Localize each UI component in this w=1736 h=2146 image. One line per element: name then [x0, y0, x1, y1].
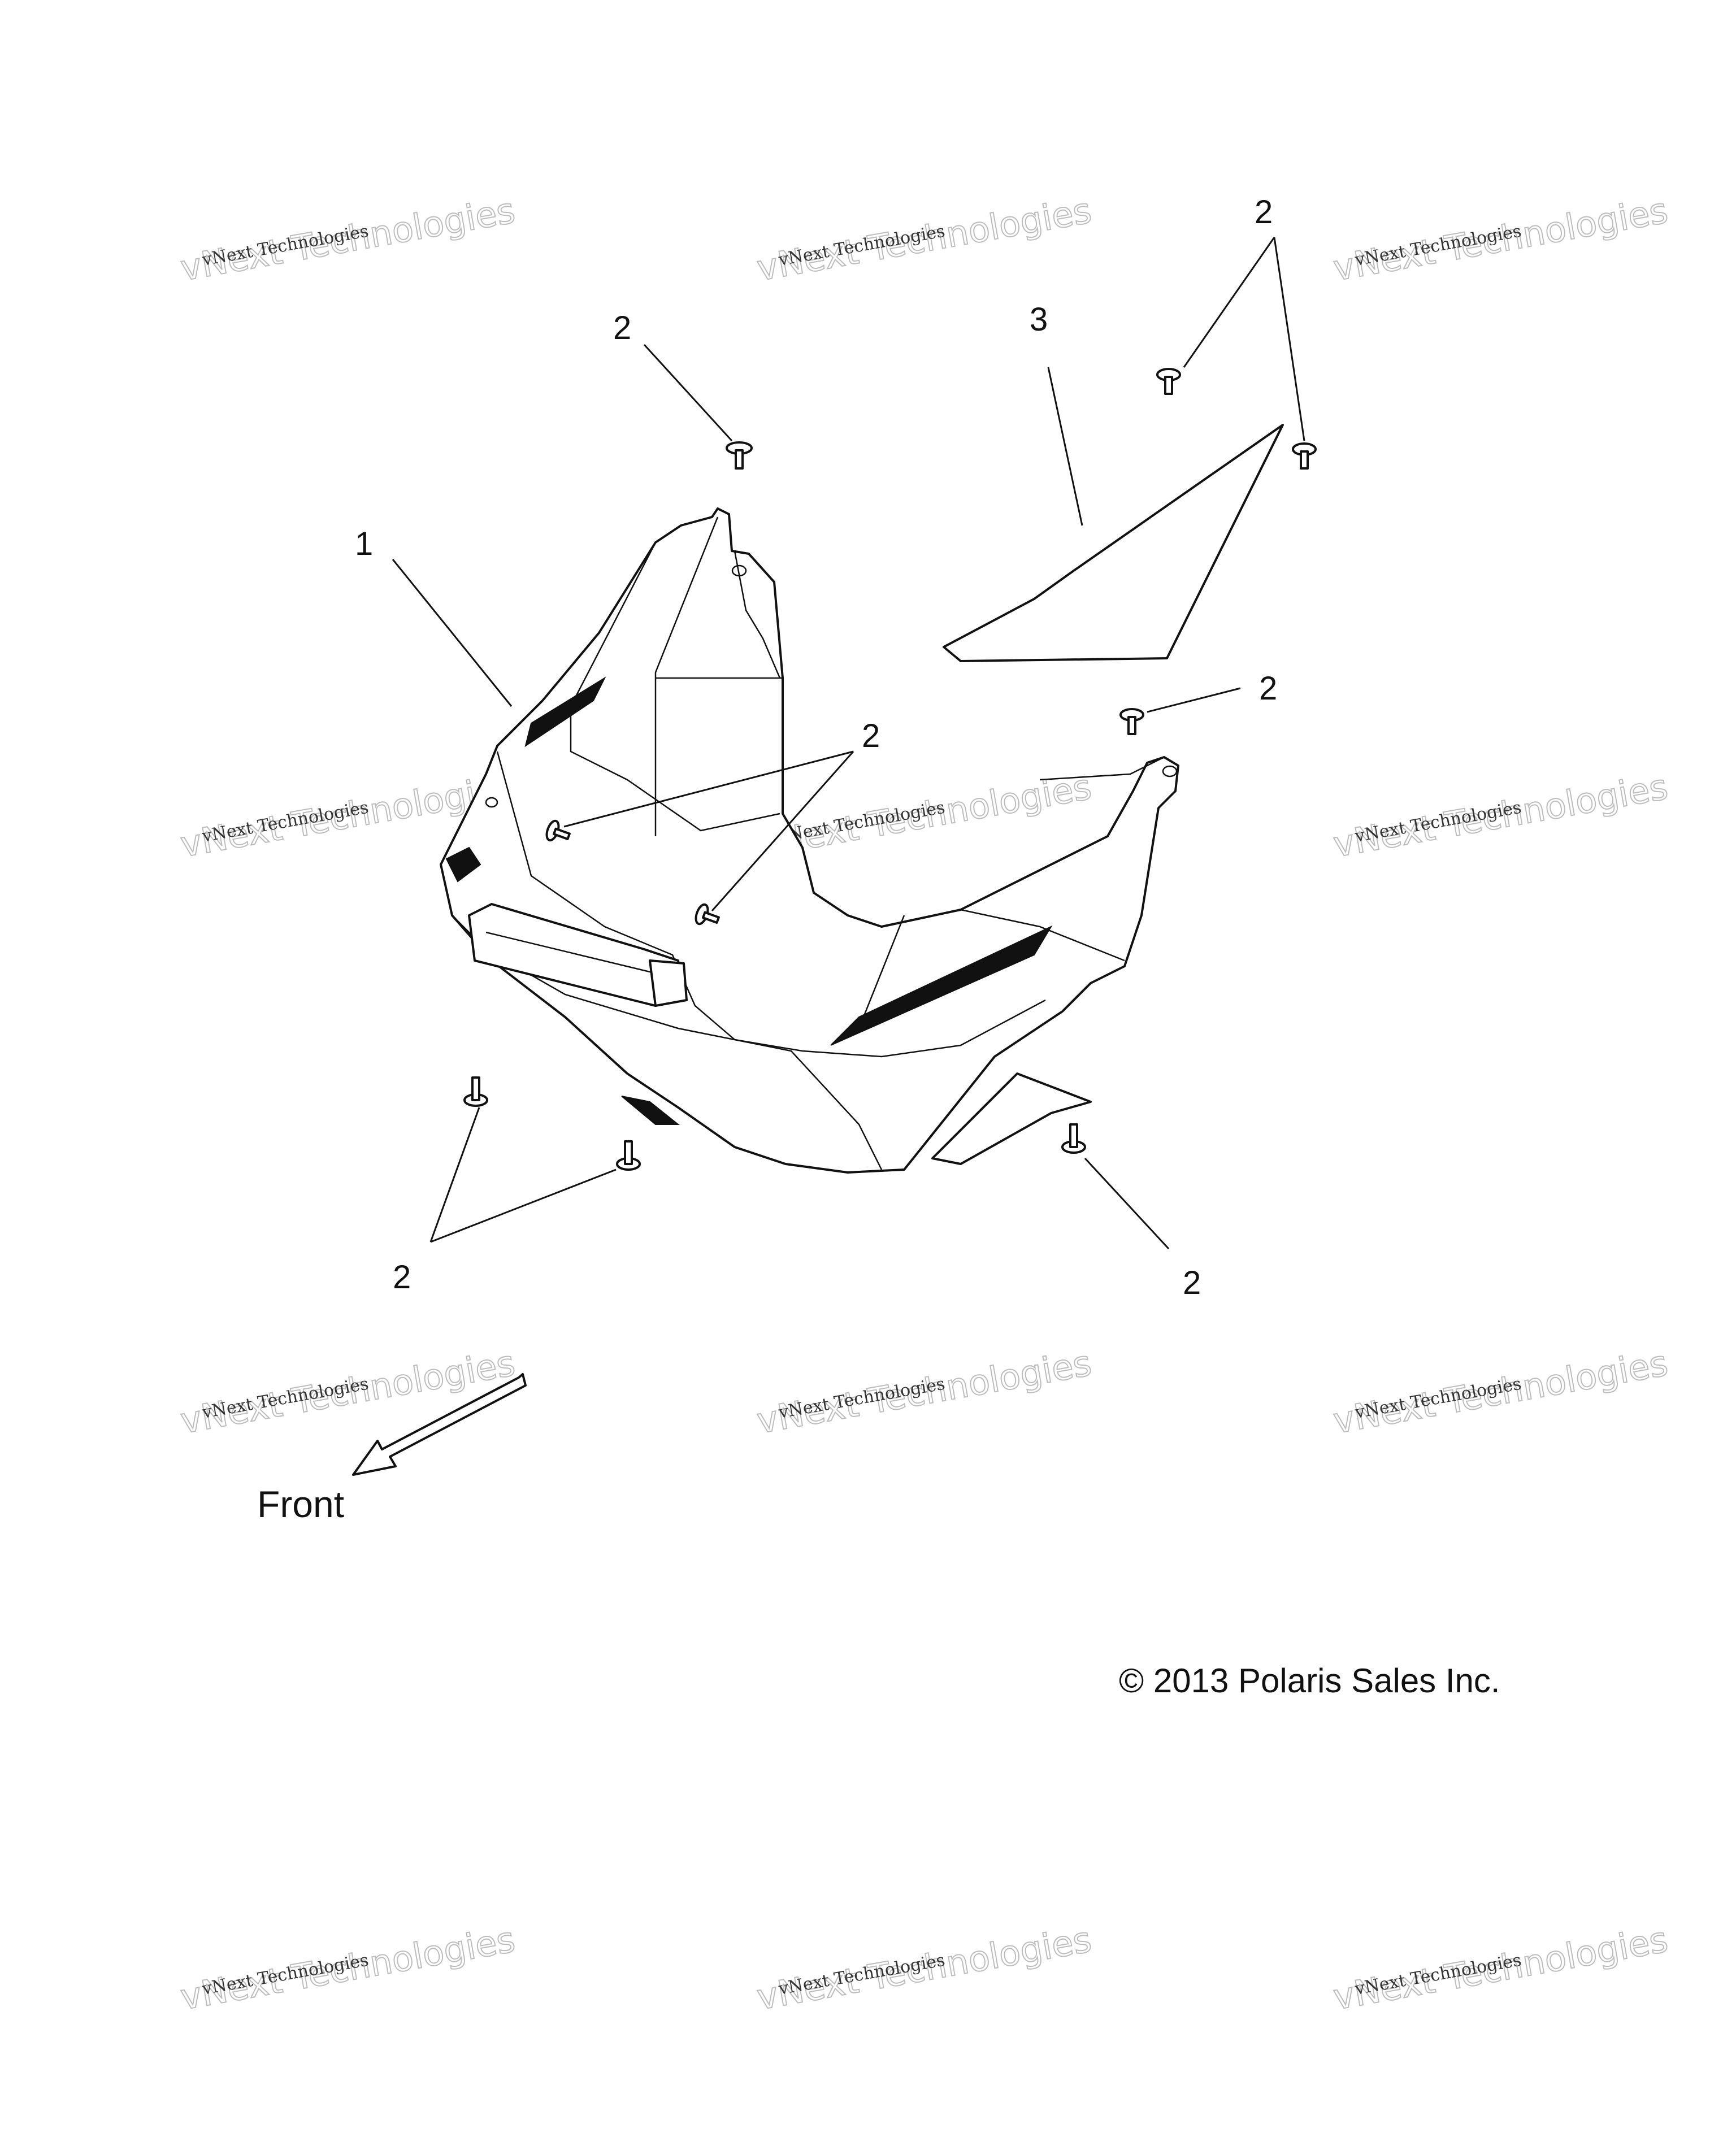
copyright: © 2013 Polaris Sales Inc. — [1119, 1662, 1500, 1700]
fastener-2-topright-a[interactable] — [1156, 368, 1181, 395]
fasteners — [463, 368, 1317, 1171]
watermark: vNext Technologies vNext Technologies — [1330, 189, 1672, 289]
callout-1: 1 — [355, 525, 373, 562]
watermark: vNext Technologies vNext Technologies — [177, 1918, 519, 2018]
front-label: Front — [257, 1483, 344, 1525]
callouts: 1 2 2 3 2 2 2 2 — [355, 194, 1277, 1301]
fastener-2-bottomleft-a[interactable] — [463, 1076, 488, 1107]
part-3-panel[interactable] — [943, 424, 1284, 662]
fastener-2-right[interactable] — [1119, 708, 1144, 735]
part-1-body[interactable] — [440, 507, 1179, 1174]
fastener-2-topright-b[interactable] — [1292, 442, 1317, 470]
callout-2-top: 2 — [613, 310, 631, 346]
watermark: vNext Technologies vNext Technologies — [177, 1341, 519, 1442]
fastener-2-middle-b[interactable] — [693, 903, 721, 929]
watermark: vNext Technologies vNext Technologies — [1330, 765, 1672, 866]
watermark: vNext Technologies vNext Technologies — [177, 189, 519, 289]
callout-3: 3 — [1030, 301, 1048, 338]
watermark: vNext Technologies vNext Technologies — [753, 1918, 1095, 2018]
callout-2-middle: 2 — [862, 718, 880, 754]
callout-2-right: 2 — [1259, 670, 1277, 707]
leader-lines — [392, 237, 1305, 1250]
watermark: vNext Technologies vNext Technologies — [753, 189, 1095, 289]
callout-2-bottomright: 2 — [1183, 1265, 1201, 1301]
callout-2-topright: 2 — [1255, 194, 1273, 231]
watermark: vNext Technologies vNext Technologies — [1330, 1341, 1672, 1442]
fastener-2-top[interactable] — [726, 441, 753, 470]
fastener-2-bottomright[interactable] — [1061, 1123, 1086, 1154]
callout-2-bottomleft: 2 — [393, 1259, 411, 1296]
watermark: vNext Technologies vNext Technologies — [753, 1341, 1095, 1442]
fastener-2-bottomleft-b[interactable] — [616, 1140, 641, 1171]
front-arrow: Front — [257, 1373, 527, 1525]
watermark: vNext Technologies vNext Technologies — [753, 765, 1095, 866]
fastener-2-middle-a[interactable] — [544, 819, 572, 846]
watermark: vNext Technologies vNext Technologies — [1330, 1918, 1672, 2018]
